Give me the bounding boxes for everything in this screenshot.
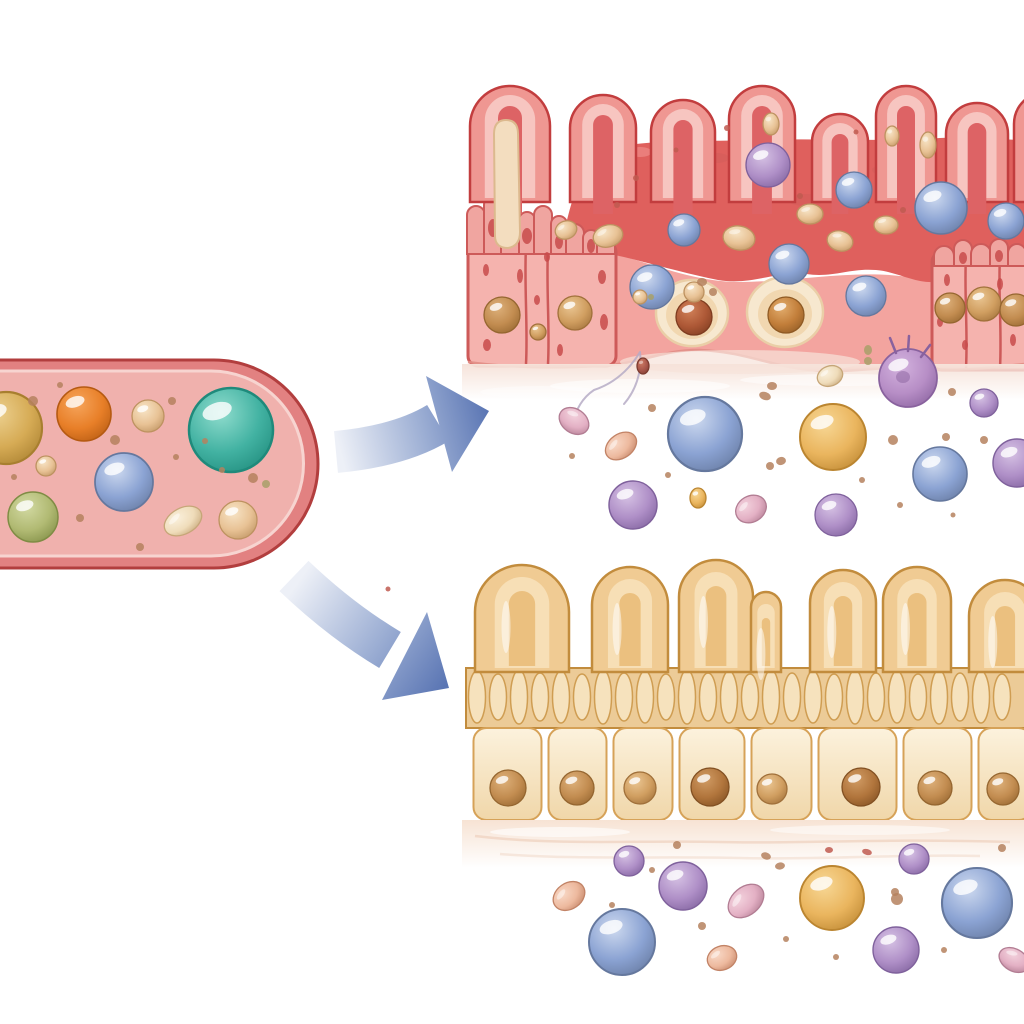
- healthy-submucosa-particles: [552, 841, 1024, 976]
- mast-cell-nucleus: [896, 371, 910, 383]
- inflamed-specks: [483, 219, 1016, 356]
- arrow-top-head: [426, 376, 489, 472]
- healthy-nuclei: [489, 767, 1020, 807]
- mast-cell-spikes: [888, 334, 932, 359]
- goblet-nuclei: [675, 296, 805, 336]
- leaked-particles: [385, 348, 1024, 592]
- damaged-nuclei: [483, 286, 1024, 341]
- arrow-to-healthy: [279, 560, 449, 700]
- arrow-to-inflamed: [333, 376, 489, 473]
- arrow-bottom-head: [382, 612, 449, 700]
- inflamed-epithelium: [385, 84, 1024, 592]
- mucus-strand: [492, 118, 522, 250]
- healthy-mucus-band: [462, 820, 1024, 868]
- capsule-contents: [0, 382, 275, 551]
- mast-cell-details: [888, 334, 932, 383]
- lumen-capsule: [0, 358, 320, 570]
- arrow-bottom-shaft: [279, 560, 401, 669]
- inflamed-embedded-particles: [554, 112, 1024, 365]
- healthy-epithelium: [462, 558, 1024, 976]
- healthy-villi: [473, 558, 1024, 680]
- arrow-top-shaft: [333, 404, 449, 473]
- healthy-slats: [467, 669, 1012, 725]
